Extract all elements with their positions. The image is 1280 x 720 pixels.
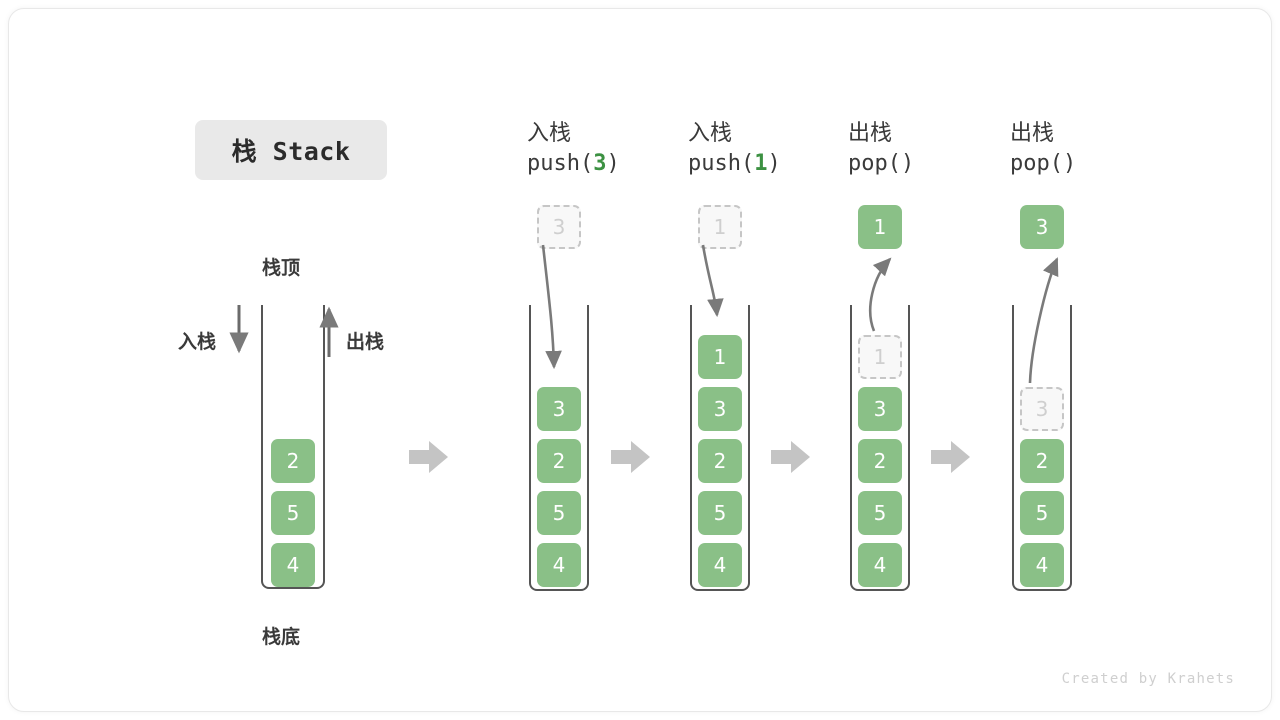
step-1-stack-cell: 2: [537, 439, 581, 483]
step-4-operation-code: pop(): [1010, 151, 1076, 176]
op-paren-close: ): [900, 151, 915, 176]
step-3-stack-cell: 1: [858, 335, 902, 379]
step-4-stack-container: [1012, 305, 1072, 591]
arrow-layer: [229, 244, 1059, 384]
base-stack-container: [261, 305, 325, 589]
op-argument: 1: [754, 151, 768, 176]
step-3-stack-cell: 4: [858, 543, 902, 587]
base-stack-cell: 5: [271, 491, 315, 535]
arrow-right-icon: [609, 435, 653, 479]
op-paren-close: ): [1062, 151, 1077, 176]
op-function-name: push(: [688, 151, 755, 176]
step-1-stack-cell: 5: [537, 491, 581, 535]
label-push-left: 入栈: [178, 331, 217, 353]
arrow-right-icon: [769, 435, 813, 479]
step-4-stack-cell: 5: [1020, 491, 1064, 535]
step-3-stack-cell: 3: [858, 387, 902, 431]
base-stack-cell: 4: [271, 543, 315, 587]
step-2-stack-cell: 3: [698, 387, 742, 431]
step-2-stack-cell: 2: [698, 439, 742, 483]
step-3-floating-cell: 1: [858, 205, 902, 249]
step-3-operation-label: 出栈: [848, 121, 893, 146]
step-2-stack-cell: 5: [698, 491, 742, 535]
step-2-stack-cell: 1: [698, 335, 742, 379]
page-title: 栈 Stack: [195, 120, 387, 180]
arrow-right-icon: [929, 435, 973, 479]
op-function-name: pop(: [1010, 151, 1063, 176]
label-stack-top: 栈顶: [262, 257, 301, 279]
step-4-stack-cell: 3: [1020, 387, 1064, 431]
step-4-stack-cell: 2: [1020, 439, 1064, 483]
op-paren-close: ): [606, 151, 620, 176]
arrow-right-icon: [407, 435, 451, 479]
label-stack-bottom: 栈底: [262, 626, 301, 648]
step-2-operation-label: 入栈: [688, 121, 733, 146]
label-pop-left: 出栈: [346, 331, 385, 353]
step-3-stack-container: [850, 305, 910, 591]
step-1-stack-cell: 4: [537, 543, 581, 587]
step-1-stack-cell: 3: [537, 387, 581, 431]
step-2-stack-container: [690, 305, 750, 591]
op-function-name: push(: [527, 151, 594, 176]
step-2-operation-code: push(1): [688, 151, 781, 176]
step-3-operation-code: pop(): [848, 151, 914, 176]
step-1-stack-container: [529, 305, 589, 591]
step-3-stack-cell: 5: [858, 491, 902, 535]
step-1-operation-label: 入栈: [527, 121, 572, 146]
step-4-operation-label: 出栈: [1010, 121, 1055, 146]
step-2-floating-cell: 1: [698, 205, 742, 249]
step-1-operation-code: push(3): [527, 151, 620, 176]
footer-credit: Created by Krahets: [1061, 671, 1235, 687]
step-2-stack-cell: 4: [698, 543, 742, 587]
step-4-stack-cell: 4: [1020, 543, 1064, 587]
step-4-floating-cell: 3: [1020, 205, 1064, 249]
op-paren-close: ): [767, 151, 781, 176]
step-3-stack-cell: 2: [858, 439, 902, 483]
op-function-name: pop(: [848, 151, 901, 176]
base-stack-cell: 2: [271, 439, 315, 483]
op-argument: 3: [593, 151, 607, 176]
step-1-floating-cell: 3: [537, 205, 581, 249]
